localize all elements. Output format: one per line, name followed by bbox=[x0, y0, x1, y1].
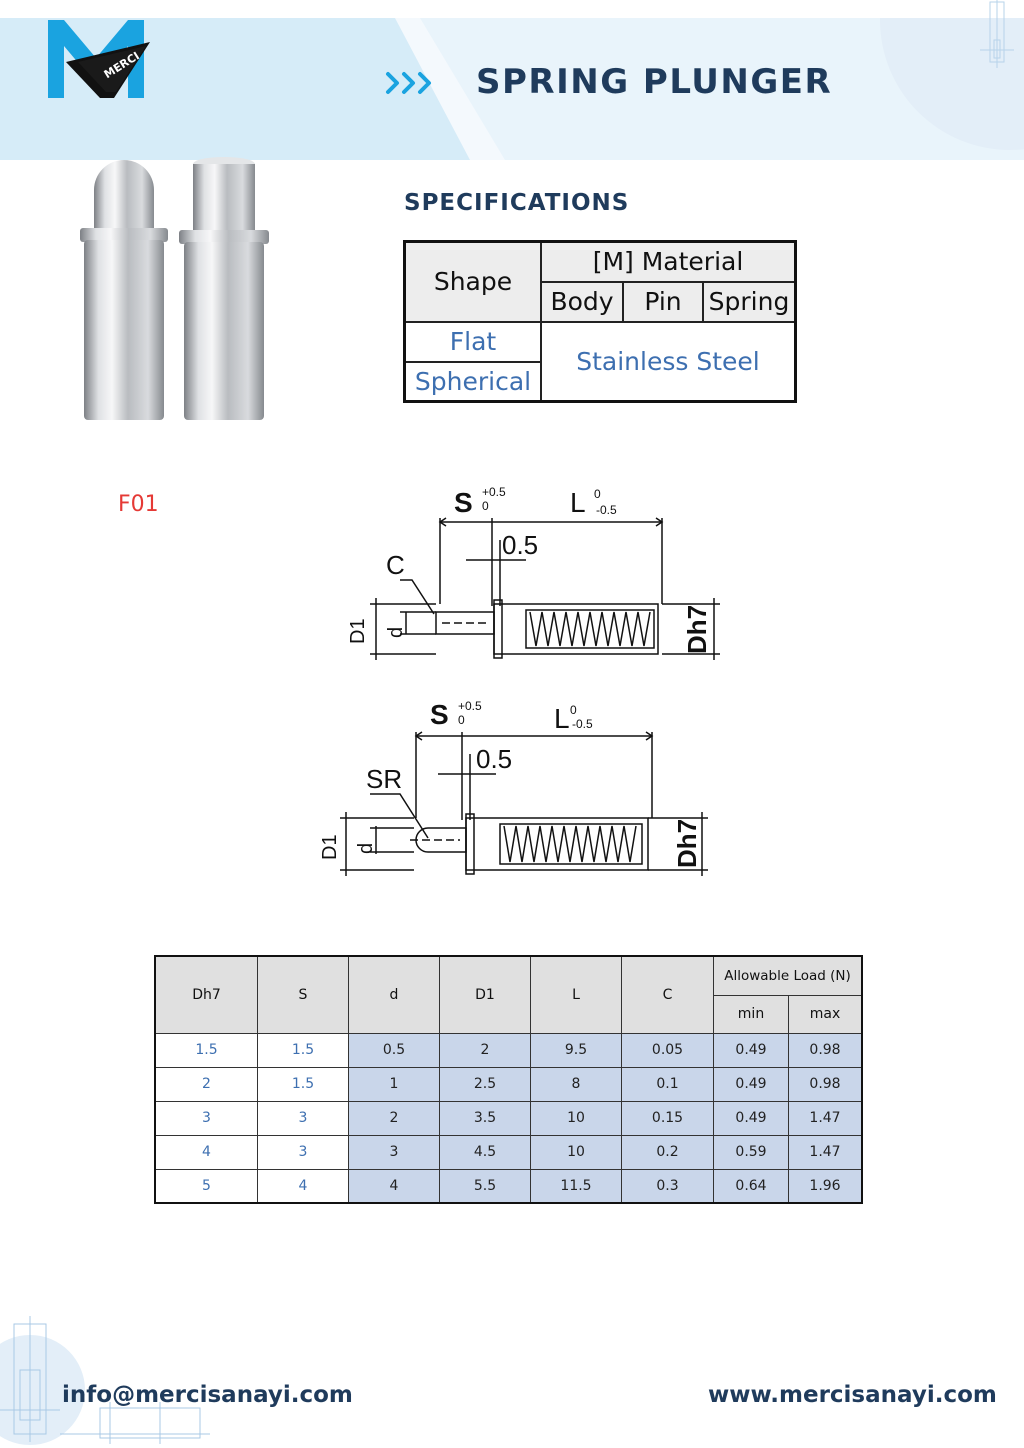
cell-l: 9.5 bbox=[530, 1032, 622, 1068]
cell-d: 2 bbox=[348, 1100, 440, 1136]
spherical-s-tol-upper: +0.5 bbox=[458, 699, 482, 713]
col-l: L bbox=[530, 955, 622, 1034]
col-min: min bbox=[713, 994, 789, 1034]
cell-s: 1.5 bbox=[257, 1066, 349, 1102]
cell-l: 10 bbox=[530, 1134, 622, 1170]
material-value: Stainless Steel bbox=[540, 320, 797, 403]
table-row: 3 3 2 3.5 10 0.15 0.49 1.47 bbox=[154, 1100, 863, 1136]
footer-email-link[interactable]: info@mercisanayi.com bbox=[62, 1382, 353, 1408]
dimensions-table: Dh7 S d D1 L C Allowable Load (N) min ma… bbox=[154, 955, 863, 1204]
blueprint-watermark-top bbox=[980, 0, 1014, 68]
spherical-l-tol-lower: -0.5 bbox=[572, 717, 593, 731]
cell-d: 1 bbox=[348, 1066, 440, 1102]
cell-min: 0.49 bbox=[713, 1032, 789, 1068]
spherical-dh7-label: Dh7 bbox=[672, 819, 702, 868]
cell-s: 3 bbox=[257, 1100, 349, 1136]
footer-website-link[interactable]: www.mercisanayi.com bbox=[708, 1382, 997, 1408]
table-row: 4 3 3 4.5 10 0.2 0.59 1.47 bbox=[154, 1134, 863, 1170]
body-header: Body bbox=[540, 280, 624, 323]
cell-d1: 4.5 bbox=[439, 1134, 531, 1170]
cell-min: 0.59 bbox=[713, 1134, 789, 1170]
cell-c: 0.05 bbox=[621, 1032, 714, 1068]
cell-l: 10 bbox=[530, 1100, 622, 1136]
cell-s: 4 bbox=[257, 1168, 349, 1204]
cell-l: 11.5 bbox=[530, 1168, 622, 1204]
flat-s-tol-upper: +0.5 bbox=[482, 485, 506, 499]
blueprint-watermark-bottom bbox=[0, 1316, 210, 1445]
cell-max: 1.96 bbox=[788, 1168, 863, 1204]
col-c: C bbox=[621, 955, 714, 1034]
cell-d1: 3.5 bbox=[439, 1100, 531, 1136]
chevrons-icon bbox=[386, 72, 431, 94]
cell-d: 3 bbox=[348, 1134, 440, 1170]
shape-spherical: Spherical bbox=[403, 360, 542, 403]
merci-logo: MERCI bbox=[48, 20, 150, 98]
specifications-table: Shape [M] Material Body Pin Spring Flat … bbox=[403, 240, 797, 403]
cell-d1: 5.5 bbox=[439, 1168, 531, 1204]
cell-d: 4 bbox=[348, 1168, 440, 1204]
flat-dh7-label: Dh7 bbox=[682, 605, 712, 654]
col-d: d bbox=[348, 955, 440, 1034]
cell-dh7: 4 bbox=[154, 1134, 258, 1170]
flat-tip-label: C bbox=[386, 550, 405, 580]
spherical-d1-label: D1 bbox=[319, 834, 341, 860]
col-max: max bbox=[788, 994, 863, 1034]
cell-l: 8 bbox=[530, 1066, 622, 1102]
pin-header: Pin bbox=[622, 280, 704, 323]
cell-min: 0.64 bbox=[713, 1168, 789, 1204]
page-title: SPRING PLUNGER bbox=[476, 62, 833, 102]
specifications-title: SPECIFICATIONS bbox=[404, 190, 630, 216]
spherical-tip-label: SR bbox=[366, 764, 402, 794]
spherical-plunger-drawing: S +0.5 0 L 0 -0.5 0.5 SR D1 d Dh7 bbox=[319, 699, 708, 876]
cell-dh7: 1.5 bbox=[154, 1032, 258, 1068]
cell-dh7: 5 bbox=[154, 1168, 258, 1204]
flat-s-label: S bbox=[454, 487, 473, 518]
cell-max: 1.47 bbox=[788, 1134, 863, 1170]
col-allowable-load: Allowable Load (N) bbox=[713, 955, 863, 996]
cell-d1: 2.5 bbox=[439, 1066, 531, 1102]
table-row: 2 1.5 1 2.5 8 0.1 0.49 0.98 bbox=[154, 1066, 863, 1102]
flat-d1-label: D1 bbox=[347, 618, 369, 644]
table-row: 5 4 4 5.5 11.5 0.3 0.64 1.96 bbox=[154, 1168, 863, 1204]
cell-c: 0.15 bbox=[621, 1100, 714, 1136]
col-d1: D1 bbox=[439, 955, 531, 1034]
cell-dh7: 2 bbox=[154, 1066, 258, 1102]
material-header: [M] Material bbox=[540, 240, 797, 283]
model-code: F01 bbox=[118, 492, 159, 517]
product-photo bbox=[80, 157, 269, 420]
cell-min: 0.49 bbox=[713, 1066, 789, 1102]
flat-gap-label: 0.5 bbox=[502, 530, 538, 560]
cell-min: 0.49 bbox=[713, 1100, 789, 1136]
cell-max: 0.98 bbox=[788, 1066, 863, 1102]
flat-l-tol-upper: 0 bbox=[594, 487, 601, 501]
flat-plunger-drawing: S +0.5 0 L 0 -0.5 0.5 C D1 d Dh7 bbox=[347, 485, 720, 660]
col-s: S bbox=[257, 955, 349, 1034]
flat-s-tol-lower: 0 bbox=[482, 499, 489, 513]
spring-header: Spring bbox=[702, 280, 797, 323]
col-dh7: Dh7 bbox=[154, 955, 258, 1034]
shape-flat: Flat bbox=[403, 320, 542, 363]
spherical-d-label: d bbox=[355, 843, 377, 854]
cell-d1: 2 bbox=[439, 1032, 531, 1068]
spherical-l-label: L bbox=[554, 703, 570, 734]
cell-s: 1.5 bbox=[257, 1032, 349, 1068]
cell-c: 0.3 bbox=[621, 1168, 714, 1204]
spherical-s-tol-lower: 0 bbox=[458, 713, 465, 727]
cell-c: 0.1 bbox=[621, 1066, 714, 1102]
flat-l-tol-lower: -0.5 bbox=[596, 503, 617, 517]
spherical-gap-label: 0.5 bbox=[476, 744, 512, 774]
cell-d: 0.5 bbox=[348, 1032, 440, 1068]
flat-l-label: L bbox=[570, 487, 586, 518]
shape-header: Shape bbox=[403, 240, 542, 323]
spherical-s-label: S bbox=[430, 699, 449, 730]
cell-s: 3 bbox=[257, 1134, 349, 1170]
cell-max: 1.47 bbox=[788, 1100, 863, 1136]
table-row: 1.5 1.5 0.5 2 9.5 0.05 0.49 0.98 bbox=[154, 1032, 863, 1068]
cell-dh7: 3 bbox=[154, 1100, 258, 1136]
spherical-l-tol-upper: 0 bbox=[570, 703, 577, 717]
flat-d-label: d bbox=[385, 627, 407, 638]
cell-max: 0.98 bbox=[788, 1032, 863, 1068]
cell-c: 0.2 bbox=[621, 1134, 714, 1170]
